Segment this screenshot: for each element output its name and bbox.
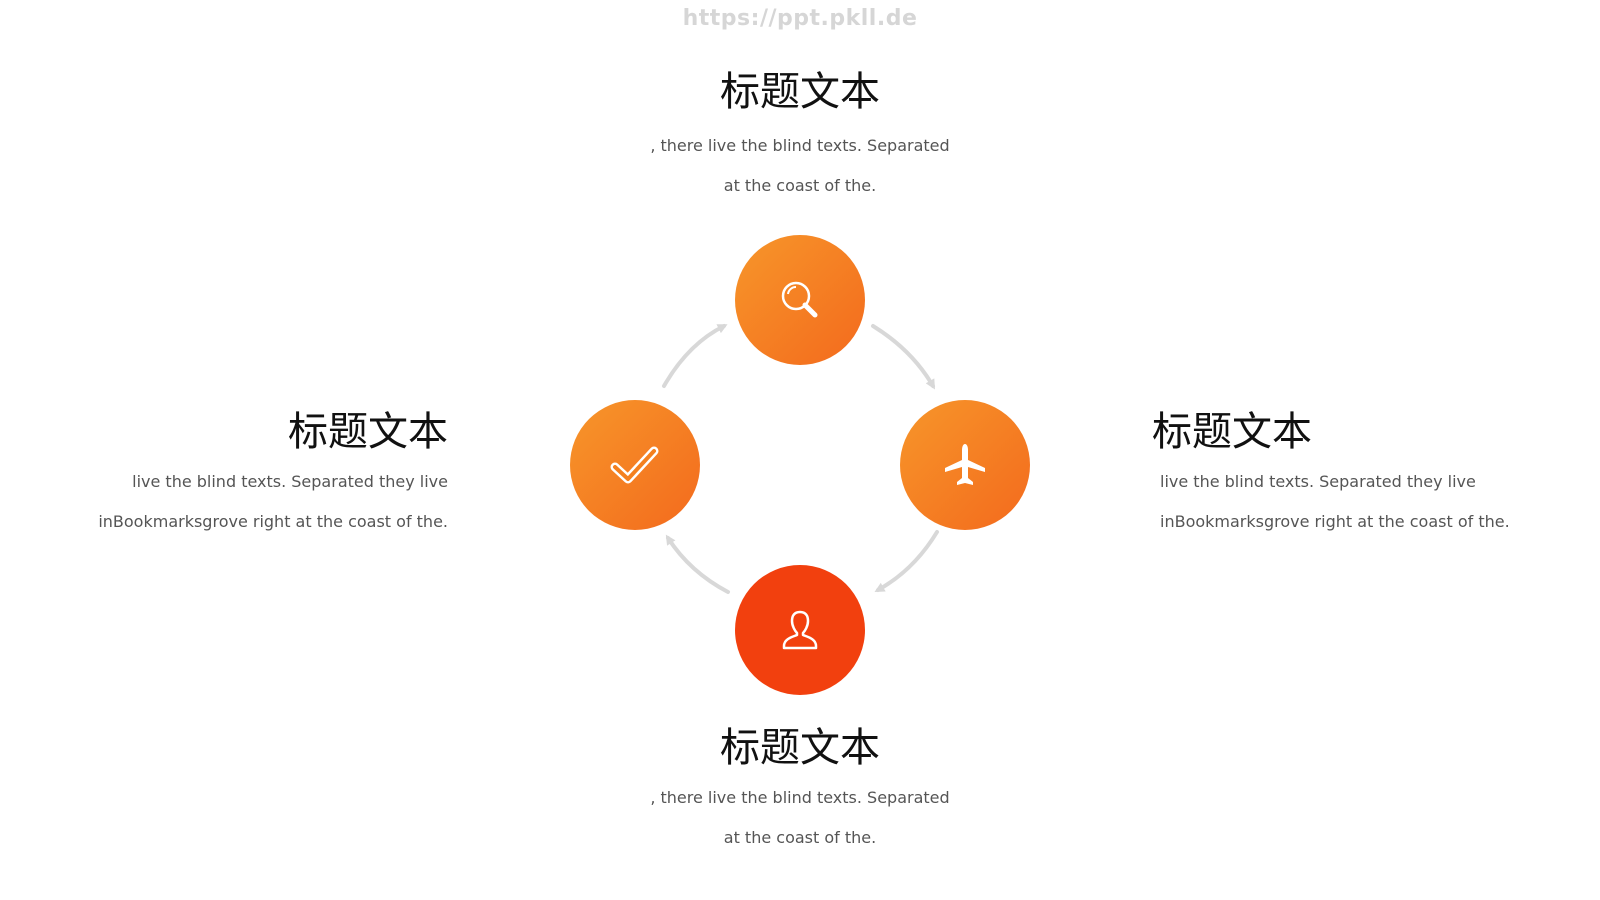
bottom-node-desc-line-1: , there live the blind texts. Separated bbox=[650, 788, 950, 807]
top-node-circle bbox=[735, 235, 865, 365]
bottom-node-circle bbox=[735, 565, 865, 695]
watermark: https://ppt.pkll.de bbox=[682, 6, 918, 31]
arrow-left-to-top bbox=[662, 324, 728, 388]
left-node-description: live the blind texts. Separated they liv… bbox=[48, 462, 448, 542]
checkmark-icon bbox=[610, 446, 659, 484]
left-node-desc-line-2: inBookmarksgrove right at the coast of t… bbox=[98, 512, 448, 531]
right-node-circle bbox=[900, 400, 1030, 530]
right-node-desc-line-2: inBookmarksgrove right at the coast of t… bbox=[1160, 512, 1510, 531]
right-node-description: live the blind texts. Separated they liv… bbox=[1160, 462, 1580, 542]
user-icon bbox=[782, 610, 818, 650]
right-node-desc-line-1: live the blind texts. Separated they liv… bbox=[1160, 472, 1476, 491]
top-node-title: 标题文本 bbox=[720, 69, 880, 115]
bottom-node-description: , there live the blind texts. Separated … bbox=[600, 778, 1000, 858]
search-icon bbox=[781, 281, 818, 318]
bottom-node-title: 标题文本 bbox=[720, 725, 880, 771]
bottom-node-desc-line-2: at the coast of the. bbox=[723, 828, 877, 847]
arrow-top-to-right bbox=[871, 324, 936, 390]
arrow-bottom-to-left bbox=[665, 534, 730, 594]
arrow-right-to-bottom bbox=[874, 530, 939, 592]
left-node-circle bbox=[570, 400, 700, 530]
right-node-title: 标题文本 bbox=[1152, 409, 1312, 455]
top-node-desc-line-2: at the coast of the. bbox=[723, 176, 877, 195]
left-node-desc-line-1: live the blind texts. Separated they liv… bbox=[132, 472, 448, 491]
top-node-desc-line-1: , there live the blind texts. Separated bbox=[650, 136, 950, 155]
left-node-title: 标题文本 bbox=[288, 409, 448, 455]
top-node-description: , there live the blind texts. Separated … bbox=[600, 126, 1000, 206]
airplane-icon bbox=[945, 444, 985, 485]
